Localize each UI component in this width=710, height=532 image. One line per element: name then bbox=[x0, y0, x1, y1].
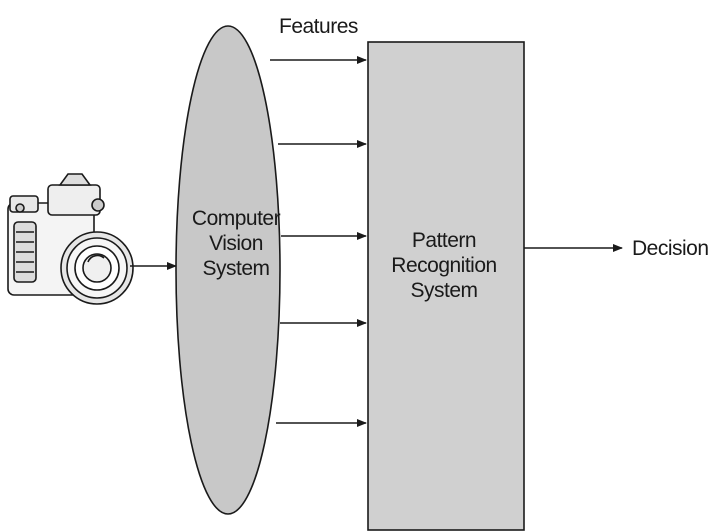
decision-label: Decision bbox=[632, 237, 709, 260]
features-label: Features bbox=[279, 15, 358, 38]
computer-vision-system-ellipse bbox=[175, 25, 281, 515]
pattern-recognition-system-box bbox=[367, 41, 525, 531]
prs-line-3: System bbox=[410, 279, 478, 302]
prs-line-1: Pattern bbox=[411, 229, 477, 252]
camera-icon bbox=[7, 173, 134, 305]
cvs-line-1: Computer bbox=[191, 207, 281, 230]
cvs-line-2: Vision bbox=[209, 232, 263, 255]
cvs-line-3: System bbox=[202, 257, 270, 280]
prs-line-2: Recognition bbox=[391, 254, 497, 277]
computer-vision-system-label: Computer Vision System bbox=[191, 206, 281, 281]
pattern-recognition-system-label: Pattern Recognition System bbox=[391, 228, 497, 303]
